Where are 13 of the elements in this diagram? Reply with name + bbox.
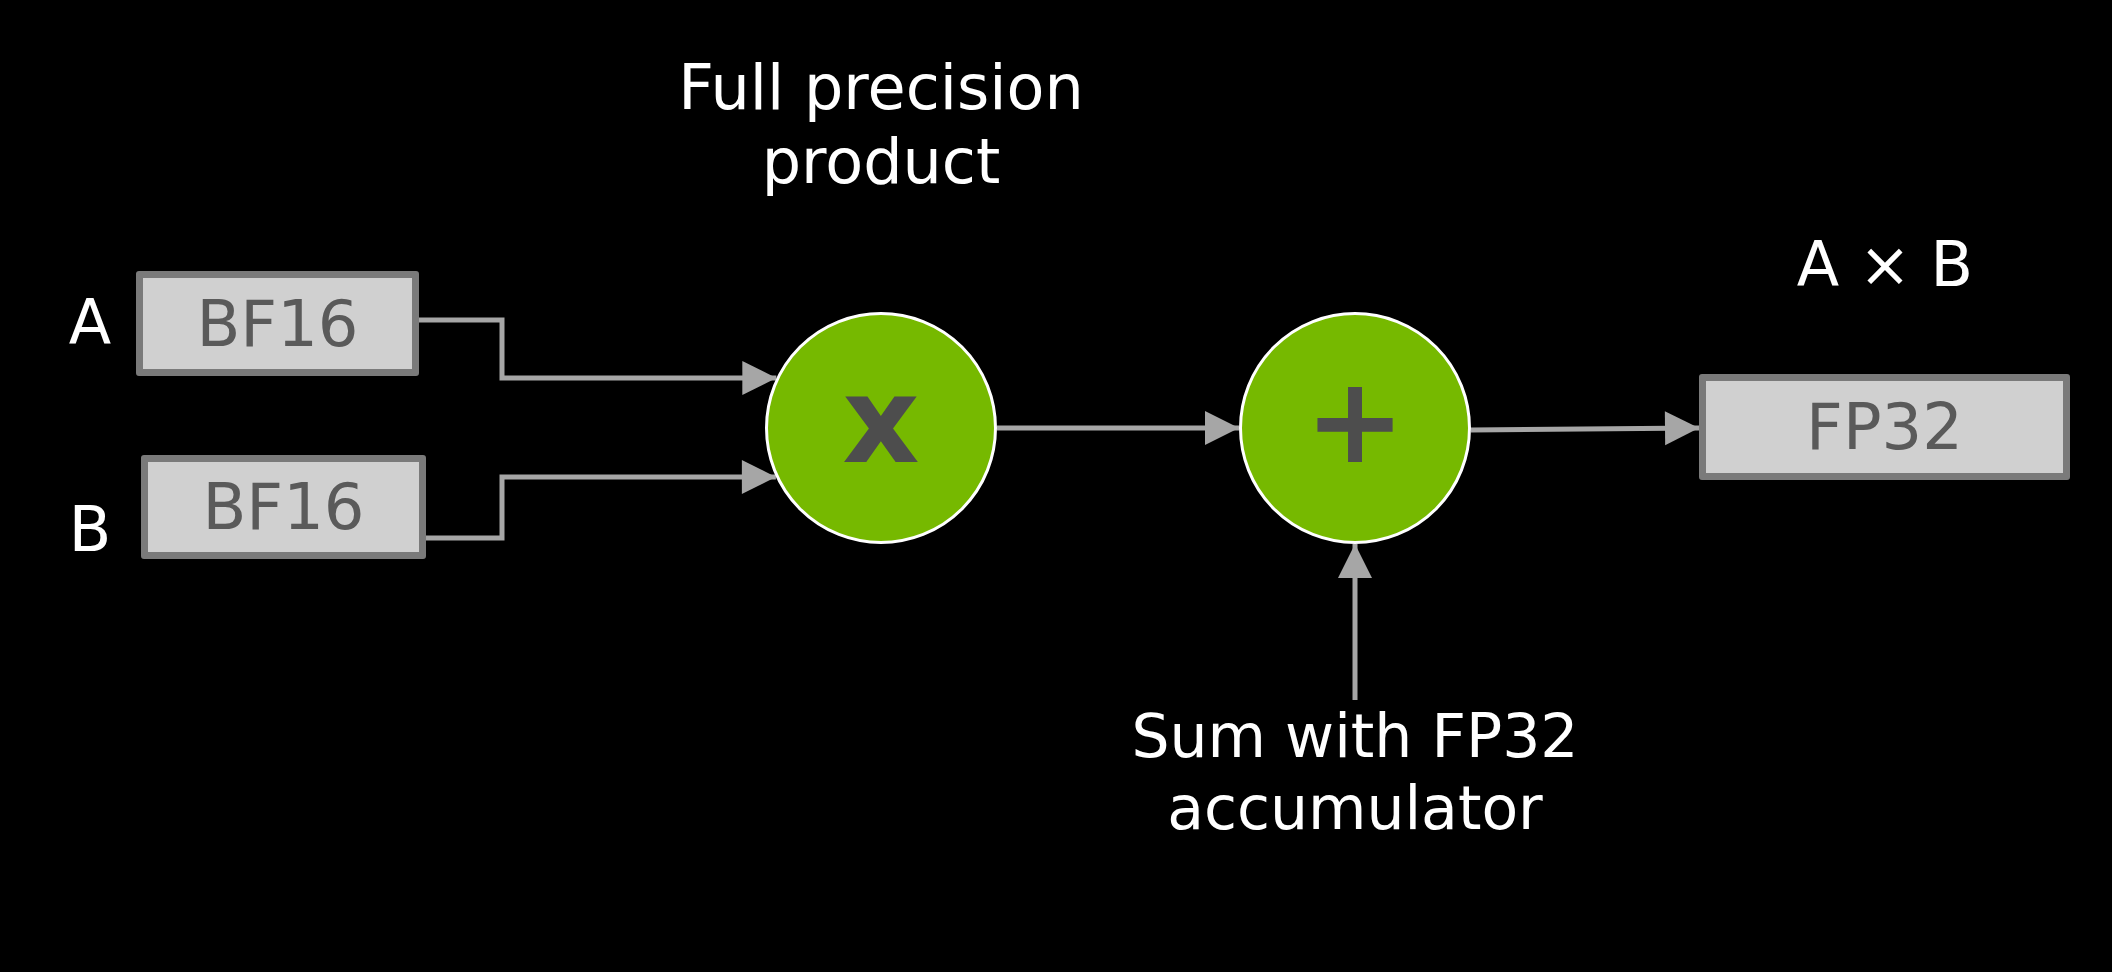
node-caption: Full precision product (677, 50, 1085, 200)
arrow (1338, 544, 1372, 700)
format-box: BF16 (141, 455, 426, 559)
arrow (1470, 411, 1700, 446)
arrow (419, 317, 777, 395)
node-caption: B (68, 492, 112, 568)
format-box: BF16 (136, 271, 419, 376)
note-text: Sum with FP32 accumulator (1105, 700, 1605, 932)
arrow (997, 411, 1239, 445)
arrow (426, 460, 776, 541)
node-caption: A (68, 285, 112, 361)
format-box: FP32 (1699, 374, 2070, 480)
node-caption: A × B (1796, 227, 1974, 303)
